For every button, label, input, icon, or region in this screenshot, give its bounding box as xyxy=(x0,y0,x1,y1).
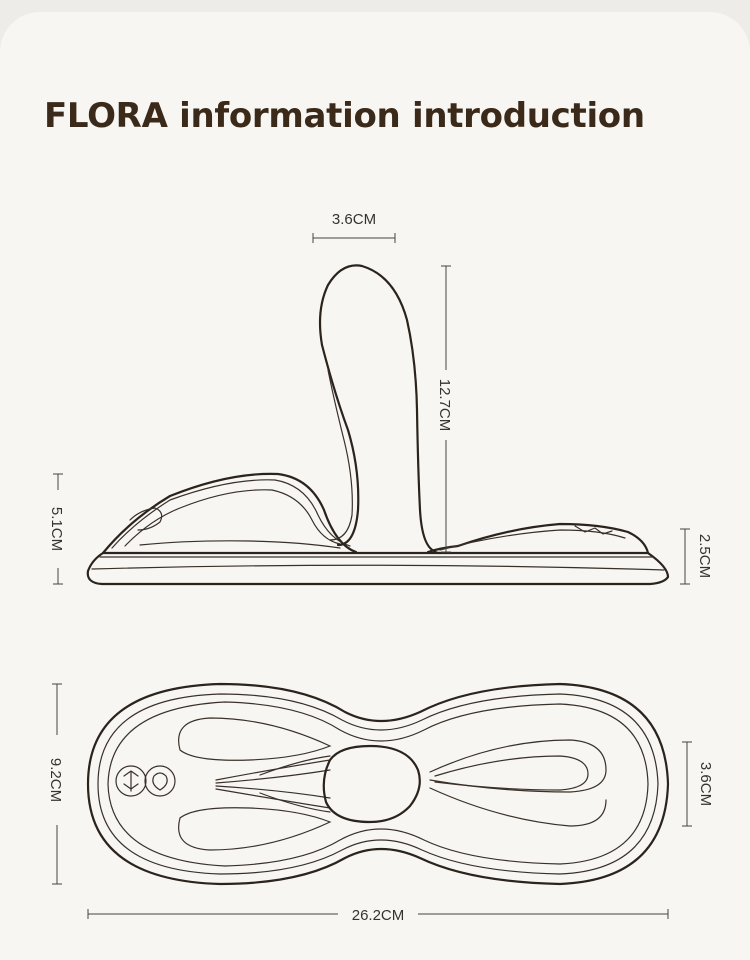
side-height-label: 12.7CM xyxy=(436,379,453,432)
page-title: FLORA information introduction xyxy=(44,96,645,136)
side-width-label: 3.6CM xyxy=(332,211,376,228)
top-left-width-label: 9.2CM xyxy=(47,758,64,802)
top-view-outline xyxy=(86,682,670,886)
side-right-height-label: 2.5CM xyxy=(696,534,713,578)
side-view-base xyxy=(86,551,670,586)
side-view-arm xyxy=(318,264,442,555)
top-length-label: 26.2CM xyxy=(352,907,405,924)
top-right-width-label: 3.6CM xyxy=(697,762,714,806)
side-view-left-pad xyxy=(101,472,358,555)
top-view: 9.2CM 3.6CM 26.2CM xyxy=(47,682,714,924)
side-left-height-label: 5.1CM xyxy=(48,507,65,551)
side-view-right-pad xyxy=(426,522,650,555)
side-view: 3.6CM 12.7CM 5.1CM 2.5CM xyxy=(48,211,713,586)
settings-button-icon xyxy=(115,765,147,797)
content-card xyxy=(0,12,750,960)
power-button-icon xyxy=(144,765,176,797)
top-view-center-disk xyxy=(322,744,421,824)
